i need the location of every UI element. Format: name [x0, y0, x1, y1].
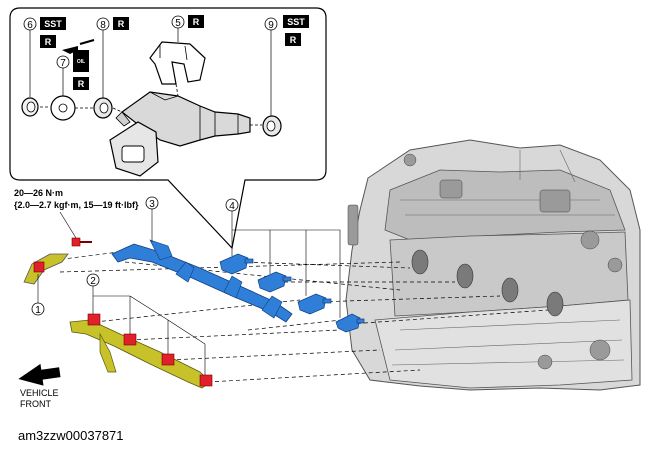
svg-text:1: 1: [35, 305, 41, 316]
svg-text:4: 4: [229, 201, 235, 212]
svg-text:2: 2: [90, 276, 96, 287]
fuel-injector-detail: [109, 91, 251, 177]
injector-2: [257, 271, 292, 293]
r-badge-6: R: [40, 35, 56, 48]
svg-text:9: 9: [268, 20, 274, 31]
vehicle-front-label: VEHICLE FRONT: [20, 388, 59, 409]
callout-3: 3: [145, 196, 159, 242]
svg-text:VEHICLE: VEHICLE: [20, 388, 59, 398]
sst-badge-9: SST: [283, 15, 309, 28]
callout-6: 6: [23, 17, 37, 97]
oil-can-icon: OIL: [62, 39, 95, 72]
svg-text:7: 7: [60, 58, 66, 69]
svg-text:8: 8: [100, 20, 106, 31]
part-9-o-ring: [262, 115, 282, 137]
part-7-washer: [50, 95, 76, 121]
callout-9: 9: [264, 17, 278, 116]
r-badge-7: R: [73, 77, 89, 90]
vehicle-front-arrow-icon: [18, 363, 61, 386]
svg-text:OIL: OIL: [77, 59, 85, 65]
harness-connectors: [87, 313, 213, 387]
svg-text:SST: SST: [287, 17, 305, 27]
svg-text:3: 3: [149, 199, 155, 210]
callout-8: 8: [96, 17, 110, 98]
svg-text:R: R: [45, 37, 52, 47]
injector-4: [335, 313, 365, 333]
svg-text:R: R: [78, 79, 85, 89]
r-badge-8: R: [113, 17, 129, 30]
part-2-injector-harness: [69, 313, 213, 389]
bolt: [71, 237, 92, 247]
part-3-fuel-distributor: [111, 239, 293, 323]
svg-text:6: 6: [27, 20, 33, 31]
torque-spec: 20—26 N·m {2.0—2.7 kgf·m, 15—19 ft·lbf}: [14, 188, 139, 239]
callout-7: 7: [56, 55, 70, 96]
engine-cylinder-head: [345, 139, 641, 391]
r-badge-9: R: [285, 33, 301, 46]
svg-text:R: R: [118, 19, 125, 29]
assembly-guide-lines: [40, 83, 262, 126]
svg-text:20—26 N·m: 20—26 N·m: [14, 188, 63, 198]
part-6-small-seal: [21, 97, 39, 117]
callout-1: 1: [31, 274, 45, 316]
svg-text:SST: SST: [44, 19, 62, 29]
callout-5: 5: [171, 15, 185, 42]
part-4-fuel-injectors: [219, 253, 365, 333]
injector-bores: [411, 249, 564, 317]
svg-text:5: 5: [175, 18, 181, 29]
svg-text:R: R: [290, 35, 297, 45]
callout-2: 2: [86, 273, 206, 375]
sst-badge-6: SST: [40, 17, 66, 30]
r-badge-5: R: [188, 15, 204, 28]
svg-text:FRONT: FRONT: [20, 399, 51, 409]
svg-text:R: R: [193, 17, 200, 27]
injector-3: [297, 293, 332, 315]
injector-1: [219, 253, 254, 275]
part-5-clip: [149, 41, 206, 85]
callout-4: 4: [225, 198, 341, 318]
svg-text:{2.0—2.7 kgf·m, 15—19 ft·lbf}: {2.0—2.7 kgf·m, 15—19 ft·lbf}: [14, 200, 139, 210]
figure-id: am3zzw00037871: [18, 428, 124, 443]
part-1-harness-bracket: [23, 253, 69, 285]
part-8-o-ring: [93, 97, 113, 119]
